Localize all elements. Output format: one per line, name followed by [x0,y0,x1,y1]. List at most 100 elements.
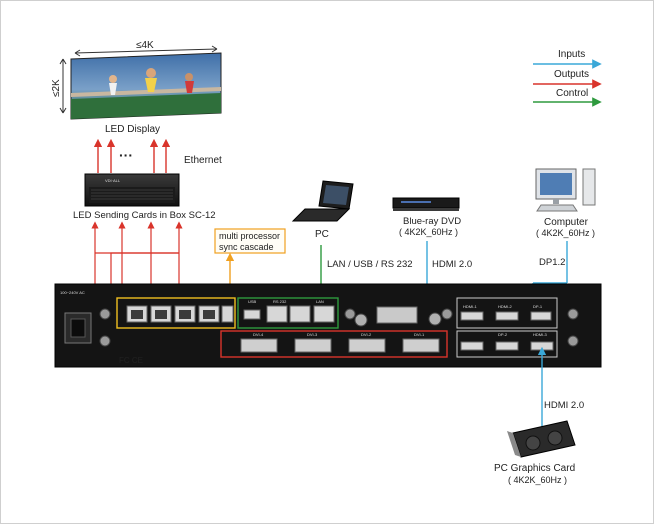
lan-port-label: LAN [316,299,324,304]
athlete-2 [146,68,156,78]
vga-port[interactable] [376,306,418,324]
athlete-3-body [185,81,194,93]
bluray-tray [401,201,431,203]
ethernet-port-4-jack [203,310,215,319]
legend-control-label: Control [556,88,588,99]
cascade-note-box [214,228,286,254]
bluray-link-label: HDMI 2.0 [432,259,472,270]
control-port-group [237,297,339,329]
display-width-label: ≤4K [136,40,154,51]
display-width-line [74,48,218,54]
dvi-3-port[interactable] [294,338,332,353]
dvi-output-group [220,330,448,358]
monitor-stand [553,199,559,204]
dvi3-label: DVI-3 [307,332,318,337]
usb-port[interactable] [243,309,261,320]
hdmi1-label: HDMI-1 [463,304,478,309]
power-label: 100~240V AC [60,290,85,295]
display-height-label: ≤2K [51,79,62,97]
graphics-fan-1 [525,435,541,451]
hdmi-out-port[interactable] [460,341,484,351]
desktop-computer: Computer ( 4K2K_60Hz ) DP1.2 [528,168,596,304]
dvi1-label: DVI-1 [414,332,425,337]
pc-graphics-card: HDMI 2.0 PC Graphics Card ( 4K2K_60Hz ) [494,346,584,485]
sending-box-caption: LED Sending Cards in Box SC-12 [73,210,216,221]
dp-1-port[interactable] [530,311,552,321]
pc-laptop: PC LAN / USB / RS 232 [291,180,413,296]
legend-inputs-label: Inputs [558,49,585,60]
computer-link-label: DP1.2 [539,257,565,268]
dvi2-label: DVI-2 [361,332,372,337]
athlete-1 [109,75,117,83]
legend: Inputs Outputs Control [533,49,602,107]
hdmi-2-port[interactable] [495,311,519,321]
bnc-connector-1[interactable] [354,313,368,327]
video-processor: 100~240V AC USB RS 232 LAN [54,283,602,368]
hdmi-3-port[interactable] [530,341,554,351]
computer-caption: Computer [544,217,589,228]
hdmi-1-port[interactable] [460,311,484,321]
graphics-bracket [507,431,521,457]
cert-marks: FC CE [119,356,143,365]
computer-spec: ( 4K2K_60Hz ) [536,228,595,238]
usb-port-label: USB [248,299,257,304]
graphics-fan-2 [547,430,563,446]
lower-input-group [456,330,558,358]
ethernet-port-2-jack [155,310,167,319]
laptop-display [323,185,349,205]
hdmi-dp-input-group [456,297,558,329]
cascade-note: multi processor sync cascade [214,228,286,299]
pc-caption: PC [315,229,329,240]
rs232-port-1[interactable] [266,305,288,323]
bluray-base [393,208,459,211]
keyboard [536,204,578,212]
sdi-connector-2[interactable] [441,308,453,320]
graphics-spec: ( 4K2K_60Hz ) [508,475,567,485]
ethernet-port-1-jack [131,310,143,319]
ground-screw-bottom [99,335,111,347]
monitor-screen [540,173,572,195]
dvi-4-port[interactable] [240,338,278,353]
sdi-connector-1[interactable] [344,308,356,320]
display-width-arrowheads [74,45,218,57]
led-display: ≤4K ≤2K LED Display [51,40,222,135]
dp-2-port[interactable] [495,341,519,351]
dp2-label: DP-2 [498,332,508,337]
display-caption: LED Display [105,124,160,135]
athlete-2-body [145,78,157,92]
hdmi3-label: HDMI-3 [533,332,548,337]
dp1-label: DP-1 [533,304,543,309]
graphics-caption: PC Graphics Card [494,463,575,474]
lan-port[interactable] [313,305,335,323]
sending-box-vent-lines [91,189,173,200]
dvi-2-port[interactable] [348,338,386,353]
pc-link-label: LAN / USB / RS 232 [327,259,413,270]
processor-chassis [54,283,602,368]
laptop-base [291,208,351,222]
sending-box-brand: VDI·ALL [105,178,121,183]
right-screw-top [567,308,579,320]
rs232-port-2[interactable] [289,305,311,323]
legend-outputs-label: Outputs [554,69,589,80]
cascade-port[interactable] [221,305,234,323]
sending-box-vent [89,187,175,203]
display-feed-arrows: ··· Ethernet [93,138,222,173]
led-panel-track [71,93,221,119]
bnc-connector-2[interactable] [428,312,442,326]
athlete-3 [185,73,193,81]
feed-ellipsis: ··· [119,147,133,163]
dvi-1-port[interactable] [402,338,440,353]
led-panel-hurdle [71,87,221,97]
right-screw-bottom [567,335,579,347]
ethernet-label: Ethernet [184,155,222,166]
dvi4-label: DVI-4 [253,332,264,337]
bluray-caption: Blue-ray DVD [403,216,461,227]
hdmi2-label: HDMI-2 [498,304,513,309]
ground-screw-top [99,308,111,320]
cascade-note-line2: sync cascade [219,242,274,252]
rs232-port-label: RS 232 [273,299,287,304]
graphics-card-body [512,420,576,458]
pc-tower [582,168,596,206]
